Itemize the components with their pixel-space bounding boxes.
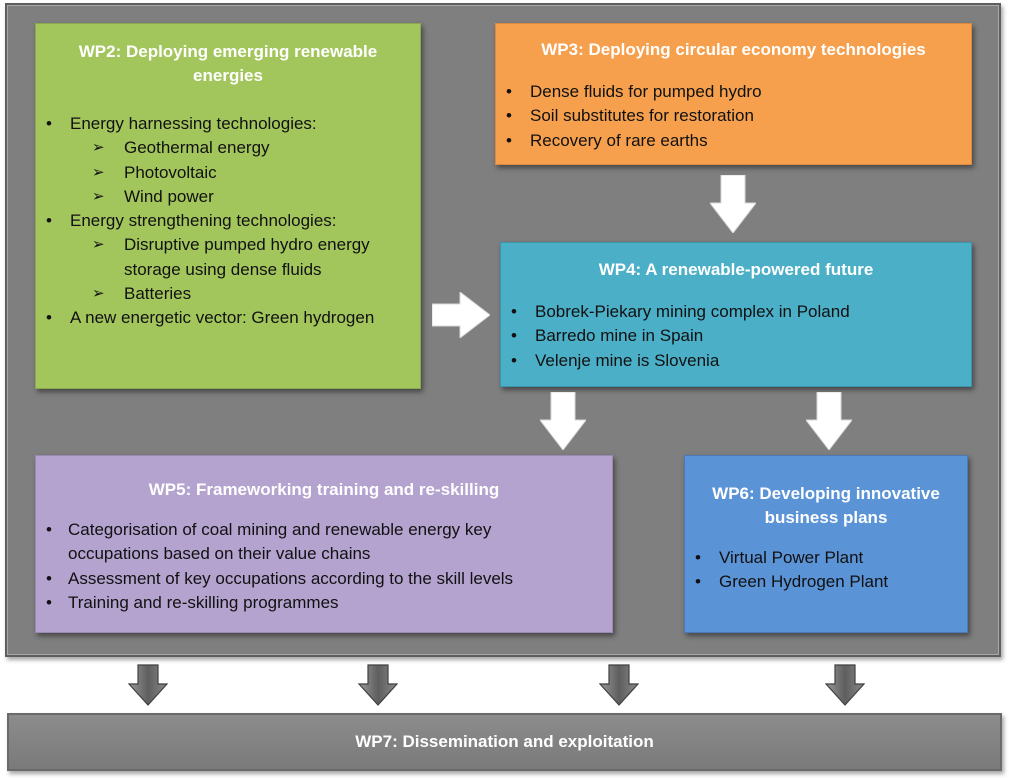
wp3-item: Dense fluids for pumped hydro — [496, 80, 971, 105]
arrow-down-to-wp7 — [599, 664, 639, 706]
wp3-item: Soil substitutes for restoration — [496, 104, 971, 129]
wp7-title: WP7: Dissemination and exploitation — [355, 732, 654, 751]
wp2-title: WP2: Deploying emerging renewable energi… — [78, 42, 378, 85]
wp4-title: WP4: A renewable-powered future — [598, 260, 874, 279]
wp3-box: WP3: Deploying circular economy technolo… — [495, 23, 972, 165]
wp2-box: WP2: Deploying emerging renewable energi… — [35, 23, 421, 389]
wp5-box: WP5: Frameworking training and re-skilli… — [35, 455, 613, 633]
wp2-sublist: Geothermal energy Photovoltaic Wind powe… — [70, 136, 420, 209]
wp6-item: Green Hydrogen Plant — [685, 570, 967, 595]
wp2-list: Energy harnessing technologies: Geotherm… — [36, 112, 420, 331]
wp6-list: Virtual Power Plant Green Hydrogen Plant — [685, 546, 967, 595]
wp2-sublist: Disruptive pumped hydro energy storage u… — [70, 233, 420, 306]
arrow-wp4-to-wp6 — [806, 392, 852, 450]
wp2-item: A new energetic vector: Green hydrogen — [36, 306, 420, 331]
arrow-down-to-wp7 — [358, 664, 398, 706]
wp2-item: Energy harnessing technologies: Geotherm… — [36, 112, 420, 209]
wp5-list: Categorisation of coal mining and renewa… — [36, 518, 612, 615]
wp4-item: Bobrek-Piekary mining complex in Poland — [501, 300, 971, 325]
wp4-list: Bobrek-Piekary mining complex in Poland … — [501, 300, 971, 373]
wp5-item: Assessment of key occupations according … — [36, 567, 612, 592]
wp2-item-label: Energy harnessing technologies: — [70, 114, 317, 133]
wp5-item: Categorisation of coal mining and renewa… — [36, 518, 612, 567]
wp4-box: WP4: A renewable-powered future Bobrek-P… — [500, 242, 972, 387]
wp6-box: WP6: Developing innovative business plan… — [684, 455, 968, 633]
wp2-item: Energy strengthening technologies: Disru… — [36, 209, 420, 306]
wp7-box: WP7: Dissemination and exploitation — [7, 713, 1002, 771]
wp5-title: WP5: Frameworking training and re-skilli… — [148, 480, 500, 499]
wp6-title: WP6: Developing innovative business plan… — [712, 484, 940, 527]
arrow-wp4-to-wp5 — [540, 392, 586, 450]
wp3-item: Recovery of rare earths — [496, 129, 971, 154]
wp2-subitem: Disruptive pumped hydro energy storage u… — [70, 233, 420, 282]
wp6-item: Virtual Power Plant — [685, 546, 967, 571]
wp3-title: WP3: Deploying circular economy technolo… — [541, 40, 926, 59]
wp4-item: Barredo mine in Spain — [501, 324, 971, 349]
wp4-item: Velenje mine is Slovenia — [501, 349, 971, 374]
wp2-subitem: Wind power — [70, 185, 420, 210]
wp2-subitem: Batteries — [70, 282, 420, 307]
wp2-item-label: Energy strengthening technologies: — [70, 211, 337, 231]
wp2-subitem: Photovoltaic — [70, 161, 420, 186]
arrow-down-to-wp7 — [128, 664, 168, 706]
wp3-list: Dense fluids for pumped hydro Soil subst… — [496, 80, 971, 153]
wp5-item: Training and re-skilling programmes — [36, 591, 612, 616]
arrow-down-to-wp7 — [825, 664, 865, 706]
arrow-wp2-to-wp4 — [432, 292, 490, 338]
wp2-subitem: Geothermal energy — [70, 136, 420, 161]
wp2-item-label: A new energetic vector: Green hydrogen — [70, 308, 375, 328]
arrow-wp3-to-wp4 — [710, 175, 756, 233]
